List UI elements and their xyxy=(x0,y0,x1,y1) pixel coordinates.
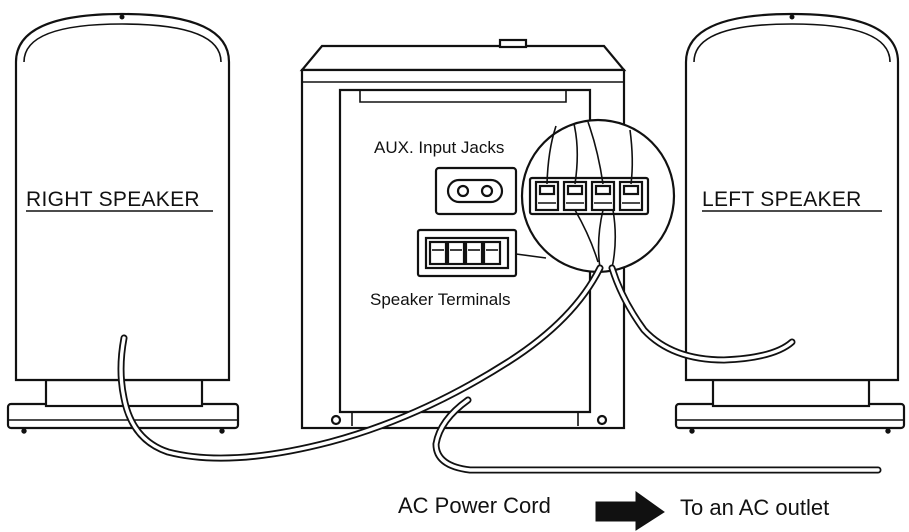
terminal-magnifier xyxy=(520,118,676,274)
right-speaker-label: RIGHT SPEAKER xyxy=(26,188,200,211)
speaker-terminals-label: Speaker Terminals xyxy=(370,290,510,309)
speaker-cables xyxy=(117,264,796,462)
terminal-clips xyxy=(428,240,502,266)
left-speaker xyxy=(674,12,906,434)
left-speaker-label: LEFT SPEAKER xyxy=(702,188,862,211)
right-arrow-icon xyxy=(595,491,665,531)
ac-outlet-label: To an AC outlet xyxy=(680,495,829,520)
power-cord xyxy=(432,396,882,474)
power-cord-label: AC Power Cord xyxy=(398,493,551,518)
aux-input-label: AUX. Input Jacks xyxy=(374,138,504,157)
